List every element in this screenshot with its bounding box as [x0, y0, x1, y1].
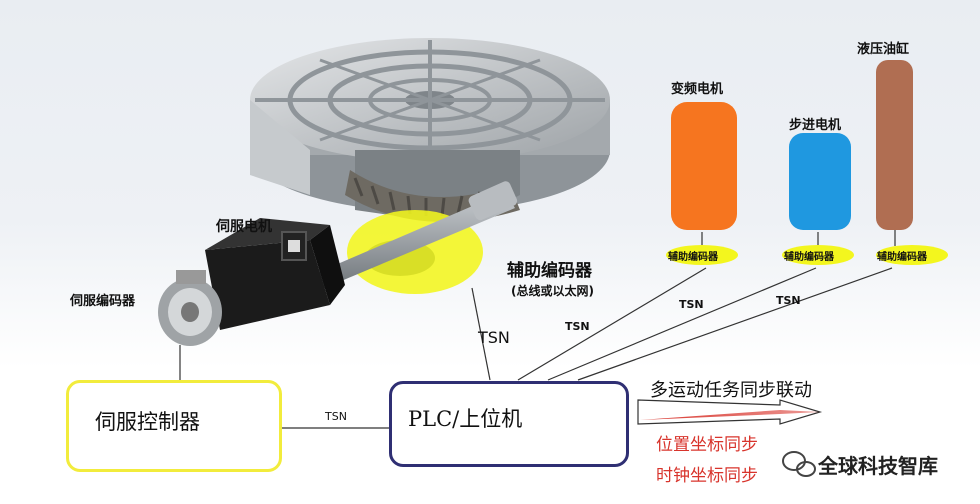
tsn-label-controller: TSN	[325, 410, 347, 423]
multi-motion-label: 多运动任务同步联动	[650, 380, 812, 401]
hydraulic-encoder-highlight	[876, 245, 948, 265]
tsn-label-vfd: TSN	[565, 320, 590, 333]
stepper-plc-tsn-line	[547, 267, 817, 381]
hydraulic-encoder-label: 辅助编码器	[877, 252, 927, 263]
servo-controller-box	[66, 380, 282, 472]
vfd-motor-block	[671, 102, 737, 230]
stepper-motor-label: 步进电机	[789, 118, 842, 133]
vfd-encoder-label: 辅助编码器	[668, 252, 718, 263]
watermark-label: 全球科技智库	[818, 454, 938, 478]
servo-encoder-label: 伺服编码器	[70, 294, 136, 309]
position-sync-label: 位置坐标同步	[656, 435, 758, 455]
shaft-coupling	[468, 181, 518, 221]
sync-arrow-top	[637, 399, 823, 425]
tsn-label-hydraulic: TSN	[776, 294, 801, 307]
sync-arrow-bottom	[640, 410, 820, 420]
clock-sync-label: 时钟坐标同步	[656, 466, 758, 486]
encoder-plc-tsn-line	[471, 287, 491, 381]
aux-encoder-label: 辅助编码器	[507, 261, 592, 281]
rotary-table	[250, 38, 610, 225]
vfd-motor-label: 变频电机	[671, 82, 724, 97]
stepper-encoder-label: 辅助编码器	[784, 252, 834, 263]
plc-host-box	[389, 381, 629, 467]
plc-host-label: PLC/上位机	[408, 407, 523, 431]
servo-controller-label: 伺服控制器	[95, 410, 200, 434]
vfd-encoder-highlight	[666, 245, 738, 265]
tsn-label-stepper: TSN	[679, 298, 704, 311]
servo-motor-label: 伺服电机	[216, 219, 272, 235]
hydraulic-plc-tsn-line	[577, 267, 893, 381]
stepper-motor-block	[789, 133, 851, 230]
drive-shaft	[305, 192, 515, 292]
wechat-icon	[782, 451, 816, 477]
vfd-plc-tsn-line	[517, 267, 707, 381]
stepper-encoder-highlight	[782, 245, 854, 265]
aux-encoder-sublabel: (总线或以太网)	[511, 284, 594, 298]
tsn-label-encoder: TSN	[478, 328, 510, 347]
hydraulic-cylinder-label: 液压油缸	[857, 42, 910, 57]
servo-motor	[158, 218, 345, 346]
hydraulic-cylinder-block	[876, 60, 913, 230]
